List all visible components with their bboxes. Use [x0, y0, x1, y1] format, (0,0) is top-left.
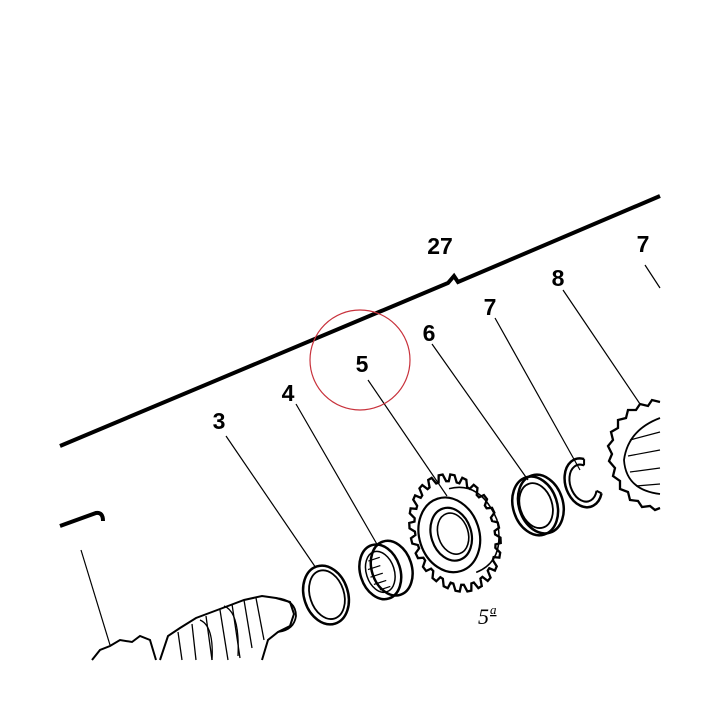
callout-8: 8	[552, 265, 565, 291]
callout-27: 27	[427, 233, 453, 259]
highlight-circle	[309, 309, 411, 411]
gear-label-number: 5	[478, 604, 489, 629]
part-6-ring	[511, 473, 565, 537]
callout-7-top-right: 7	[637, 231, 650, 257]
callout-3: 3	[213, 408, 226, 434]
leader-lines	[80, 264, 661, 646]
part-3-ring	[301, 564, 351, 626]
callout-7: 7	[484, 294, 497, 320]
part-7-snap-ring	[563, 457, 603, 509]
main-shaft	[91, 594, 297, 661]
part-4-needle-bearing	[358, 539, 414, 601]
callout-5: 5	[356, 351, 369, 377]
gear-designation-label: 5 a	[478, 602, 497, 629]
assembly-bracket-27	[59, 194, 661, 448]
gear-label-superscript: a	[490, 602, 497, 617]
callout-4: 4	[282, 380, 295, 406]
callout-6: 6	[423, 320, 436, 346]
left-bracket	[59, 510, 105, 528]
part-5-gear	[408, 473, 502, 593]
part-8-gear	[606, 398, 661, 512]
